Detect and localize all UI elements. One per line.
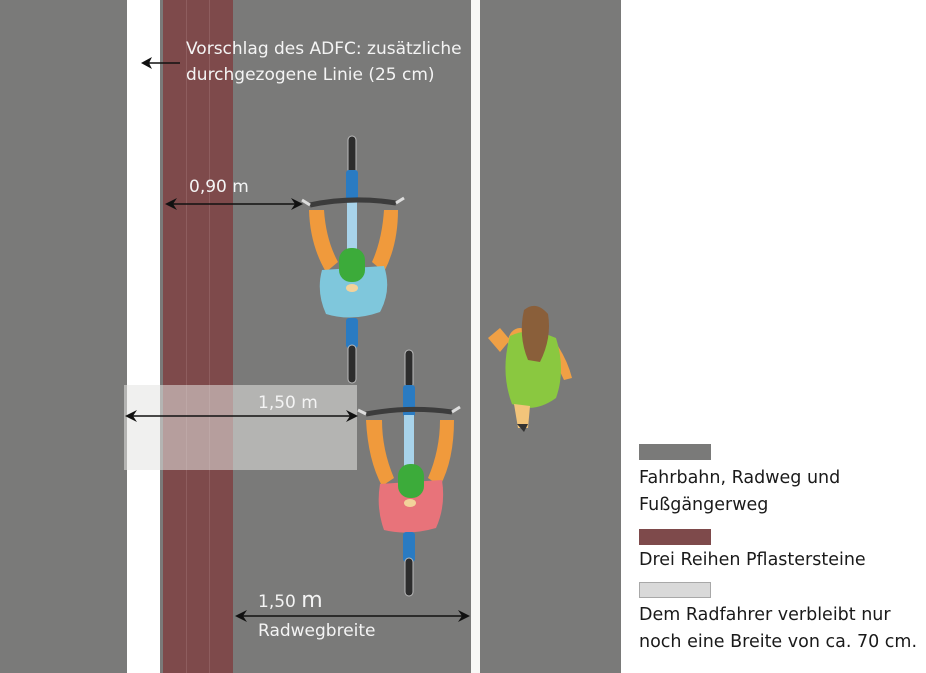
adfc-proposal-line1: Vorschlag des ADFC: zusätzliche bbox=[186, 39, 462, 59]
legend-item-road: Fahrbahn, Radweg und Fußgängerweg bbox=[639, 444, 926, 519]
legend-label-road: Fahrbahn, Radweg und Fußgängerweg bbox=[639, 465, 926, 519]
legend-label-paving: Drei Reihen Pflastersteine bbox=[639, 550, 866, 570]
adfc-proposal-text: Vorschlag des ADFC: zusätzliche durchgez… bbox=[186, 36, 462, 88]
paving-stone-seam bbox=[209, 0, 210, 673]
legend: Fahrbahn, Radweg und Fußgängerweg Drei R… bbox=[639, 444, 926, 656]
legend-label-line: Dem Radfahrer verbleibt nur bbox=[639, 605, 891, 625]
bike-lane-width-caption: Radwegbreite bbox=[258, 621, 376, 641]
bike-lane-width-value: 1,50 bbox=[258, 592, 296, 612]
lane-divider-line bbox=[471, 0, 480, 673]
legend-swatch-remaining bbox=[639, 582, 711, 598]
clearance-distance-label: 0,90 m bbox=[189, 177, 249, 197]
paving-stone-seam bbox=[186, 0, 187, 673]
bike-lane-width-unit: m bbox=[301, 588, 323, 613]
adfc-proposal-line2: durchgezogene Linie (25 cm) bbox=[186, 65, 435, 85]
legend-label-remaining: Dem Radfahrer verbleibt nur noch eine Br… bbox=[639, 602, 926, 656]
road-lane-left bbox=[0, 0, 127, 673]
legend-item-paving: Drei Reihen Pflastersteine bbox=[639, 529, 926, 574]
legend-label-line: noch eine Breite von ca. 70 cm. bbox=[639, 632, 918, 652]
road-gap bbox=[160, 0, 163, 673]
paving-stones-strip bbox=[163, 0, 233, 673]
remaining-width-overlay bbox=[124, 385, 357, 470]
proposed-solid-line bbox=[127, 0, 160, 673]
legend-label-line: Fahrbahn, Radweg und bbox=[639, 468, 841, 488]
legend-swatch-road bbox=[639, 444, 711, 460]
bike-lane-width-label: 1,50 m bbox=[258, 588, 323, 615]
legend-swatch-paving bbox=[639, 529, 711, 545]
overlay-width-label: 1,50 m bbox=[258, 393, 318, 413]
legend-label-line: Fußgängerweg bbox=[639, 495, 769, 515]
legend-item-remaining: Dem Radfahrer verbleibt nur noch eine Br… bbox=[639, 582, 926, 656]
